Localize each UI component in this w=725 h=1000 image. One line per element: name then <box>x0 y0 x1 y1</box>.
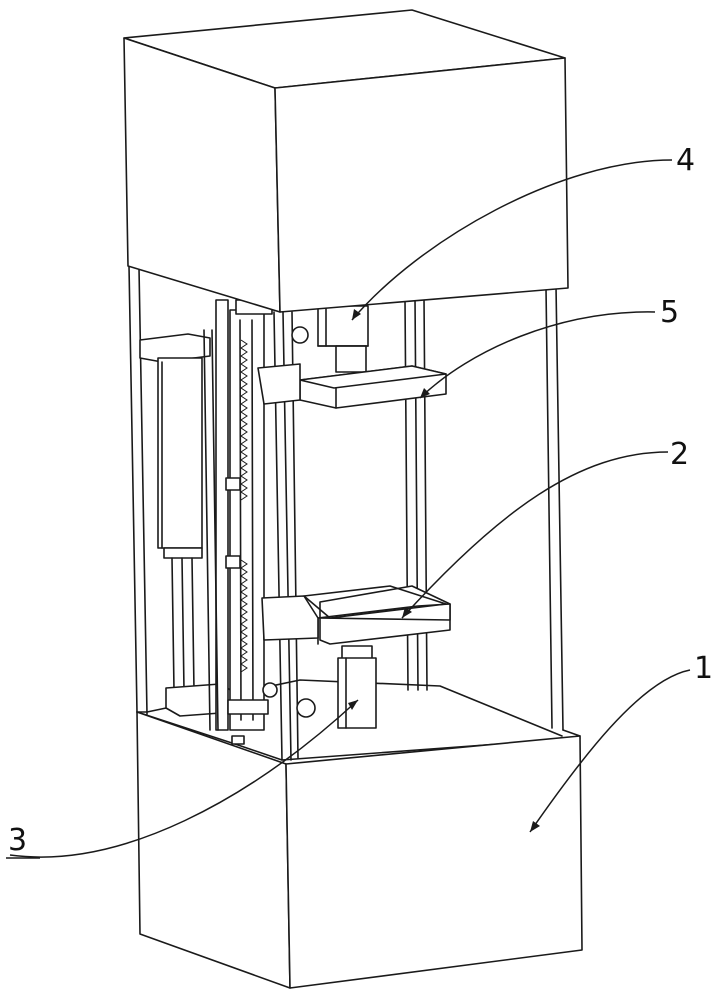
callout-2: 2 <box>670 437 689 472</box>
rack-assembly <box>203 299 316 745</box>
callout-5: 5 <box>660 295 679 330</box>
leader-lines <box>6 159 691 859</box>
callout-4: 4 <box>676 143 695 178</box>
callout-labels: 4 5 2 3 1 <box>8 143 713 858</box>
callout-1: 1 <box>694 651 713 686</box>
base-housing <box>136 711 583 989</box>
upper-press-cylinder <box>317 305 369 373</box>
top-housing <box>123 9 569 313</box>
callout-3: 3 <box>8 823 27 858</box>
upper-platen <box>257 363 447 409</box>
lower-tray <box>261 585 451 645</box>
lower-cylinder <box>337 645 377 729</box>
